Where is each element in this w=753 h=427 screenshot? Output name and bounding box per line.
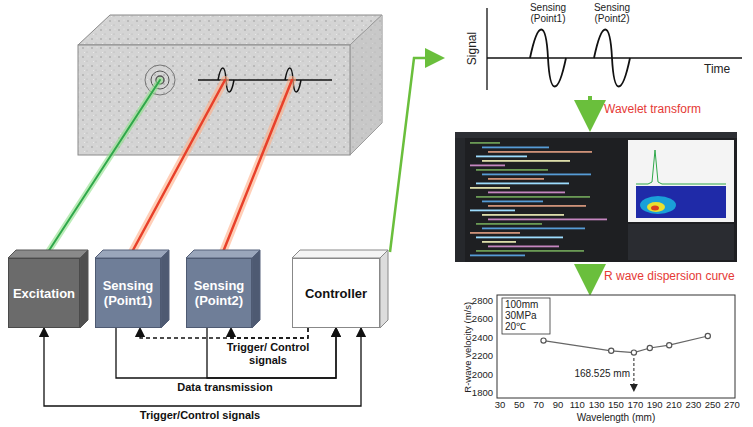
flow-arrow	[588, 96, 592, 124]
code-line	[482, 160, 570, 162]
annotation: Wavelength (mm)	[566, 412, 666, 423]
box-label: Excitation	[13, 286, 75, 301]
connector-label: Data transmission	[165, 381, 285, 394]
code-line	[476, 223, 542, 225]
signal-connector	[207, 328, 336, 378]
code-line	[488, 219, 607, 221]
code-line	[476, 196, 590, 198]
axis-tick: 110	[565, 400, 589, 411]
code-line	[476, 156, 527, 158]
axis-tick: 270	[720, 400, 744, 411]
legend-text: 20℃	[505, 321, 549, 332]
axis-tick: 190	[643, 400, 667, 411]
axis-tick: 130	[585, 400, 609, 411]
box-label: Sensing (Point1)	[100, 278, 156, 308]
code-line	[488, 192, 565, 194]
code-line	[488, 246, 559, 248]
annotation: Sensing (Point2)	[587, 2, 637, 24]
connector-label: Trigger/Control signals	[120, 409, 280, 422]
connector-label: Trigger/ Control signals	[223, 341, 313, 367]
dispersion-chart	[497, 295, 735, 398]
annotation: Time	[704, 63, 744, 76]
code-line	[476, 250, 584, 252]
code-line	[482, 174, 591, 176]
flow-arrow	[588, 265, 592, 288]
code-line	[482, 201, 543, 203]
code-line	[482, 241, 516, 243]
device-box: Excitation	[8, 258, 80, 328]
annotation: Wavelet transform	[604, 103, 744, 116]
device-box: Controller	[292, 258, 380, 328]
code-line	[470, 255, 525, 257]
axis-tick: 150	[604, 400, 628, 411]
signal-connector	[116, 328, 336, 378]
code-line	[488, 205, 586, 207]
signal-connector	[44, 328, 361, 406]
annotation: 168.525 mm	[566, 368, 630, 379]
axis-tick: 50	[507, 400, 531, 411]
code-line	[488, 151, 592, 153]
axis-tick: 30	[488, 400, 512, 411]
axis-tick: 230	[681, 400, 705, 411]
device-box: Sensing (Point2)	[186, 258, 252, 328]
annotation: R-wave velocity (m/s)	[463, 282, 474, 412]
annotation: R wave dispersion curve	[604, 270, 752, 283]
axis-tick: 210	[662, 400, 686, 411]
flow-arrow	[390, 58, 440, 252]
code-line	[470, 210, 515, 212]
code-line	[482, 228, 585, 230]
code-line	[488, 178, 544, 180]
code-line	[482, 147, 549, 149]
annotation: Sensing (Point1)	[523, 2, 573, 24]
legend-text: 30MPa	[505, 310, 549, 321]
device-box: Sensing (Point1)	[95, 258, 161, 328]
axis-tick: 170	[623, 400, 647, 411]
legend-text: 100mm	[505, 299, 549, 310]
code-line	[476, 169, 548, 171]
axis-tick: 90	[546, 400, 570, 411]
box-label: Controller	[305, 286, 367, 301]
code-line	[482, 214, 564, 216]
annotation: Signal	[466, 29, 479, 69]
box-face	[8, 250, 388, 328]
axis-tick: 250	[701, 400, 725, 411]
box-label: Sensing (Point2)	[191, 278, 247, 308]
code-line	[470, 165, 505, 167]
signal-connector	[231, 328, 308, 338]
code-line	[470, 142, 500, 144]
laser-beam	[48, 80, 292, 252]
axis-tick: 70	[527, 400, 551, 411]
signal-connector	[140, 328, 308, 338]
code-line	[476, 183, 569, 185]
code-line	[470, 232, 520, 234]
code-line	[470, 187, 510, 189]
software-screenshot	[455, 132, 737, 262]
code-line	[476, 237, 563, 239]
